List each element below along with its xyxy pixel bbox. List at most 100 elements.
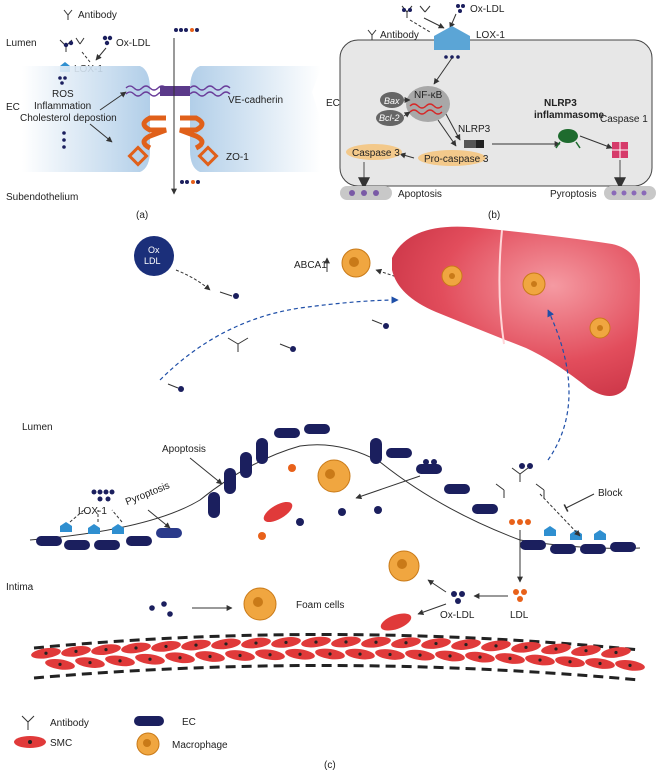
smc-nucleus [88,660,92,665]
panel-a-lumen-label: Lumen [6,38,37,49]
smc-nucleus [524,645,528,649]
smc-nucleus [478,655,482,659]
panel-b-tag: (b) [488,210,500,221]
panel-c-pyroptosis-label: Pyroptosis [124,480,171,508]
nlrp3-inflammasome [558,129,578,143]
ros-particles [58,76,67,85]
procaspase3-ellipse [418,150,486,166]
panel-b-apoptosis-label: Apoptosis [398,189,442,200]
smc-nucleus [148,657,152,661]
panel-c-abca1-label: ABCA1 [294,260,327,271]
panel-c-lox1-label: LOX-1 [78,506,107,517]
smc-nucleus [298,652,302,656]
legend-macrophage-label: Macrophage [172,740,228,751]
smc-nucleus [314,640,318,644]
endothelial-cell-left [22,66,150,172]
panel-c-oxldl-ball-text-2: LDL [144,256,161,266]
endothelial-layer [36,424,636,554]
legend-ec-label: EC [182,717,196,728]
panel-b-antibody-label: Antibody [380,30,419,41]
panel-c-ldl-label: LDL [510,610,529,621]
panel-b: Ox-LDL Antibody LOX-1 EC Bax Bcl-2 NF-κB… [326,4,656,221]
panel-a-inflammation-label: Inflammation [34,101,91,112]
intima-smc [380,613,412,631]
pyroptotic-cell [604,186,656,200]
smc-nucleus [494,644,498,648]
legend-smc-label: SMC [50,738,72,749]
smc-nucleus [134,646,138,650]
panel-b-caspase1-label: Caspase 1 [600,114,648,125]
panel-c-foam-cells-label: Foam cells [296,600,344,611]
smc-nucleus [224,642,228,646]
smc-nucleus [118,659,122,663]
zo1-tight-junction [127,115,219,167]
panel-c-lumen-label: Lumen [22,422,53,433]
panel-b-pyroptosis-label: Pyroptosis [550,189,597,200]
smc-nucleus [358,652,362,656]
smc-nucleus [598,661,602,666]
liver [392,226,640,396]
panel-c: Ox LDL ABCA1 [6,226,645,682]
caspase3-ellipse [346,144,402,160]
panel-b-caspase3-label: Caspase 3 [352,148,400,159]
panel-b-procaspase3-label: Pro-caspase 3 [424,154,489,165]
smc-nucleus [164,644,168,649]
oxldl-particles [102,35,113,46]
panel-a-vecadherin-label: VE-cadherin [228,95,283,106]
legend-antibody-label: Antibody [50,718,89,729]
smc-nucleus [374,640,378,644]
panel-b-antibody-icon [367,29,377,40]
panel-b-bcl2-label: Bcl-2 [379,113,400,123]
smc-nucleus [254,641,258,645]
smc-layer [33,632,641,682]
antibody-oxldl-right [495,463,545,498]
panel-c-block-label: Block [598,488,623,499]
antibody-icon [63,9,73,20]
ldl-particles-lumen [509,519,531,525]
smc-nucleus [284,640,288,645]
bax-protein [380,92,404,108]
panel-b-bax-label: Bax [384,96,400,106]
smc-nucleus [388,652,392,657]
antibody-oxldl-floating-2 [167,319,389,392]
intima-oxldl-right [451,591,465,604]
panel-a-subendothelium-label: Subendothelium [6,192,78,203]
panel-c-tag: (c) [324,760,336,771]
paracellular-particles [174,28,200,184]
intima-ldl [513,589,527,602]
ve-cadherin-junction [125,85,231,97]
panel-a-cholesterol-label: Cholesterol depostion [20,113,117,124]
legend-antibody-icon [21,715,35,730]
antibody-oxldl-floating-1 [219,291,239,299]
lox1-oxldl-cluster [91,489,115,502]
panel-b-nlrp3-label: NLRP3 [458,124,491,135]
smc-nucleus [464,642,468,647]
nlrp3-gene [464,140,484,148]
endothelial-cell-right [190,66,321,172]
panel-b-lox1-dots [444,55,460,59]
bcl2-protein [376,110,404,126]
smc-cells [31,636,645,671]
smc-nucleus [508,656,512,661]
smc-nucleus [554,647,558,651]
antibody-oxldl-complex [59,37,85,52]
panel-b-ec-cell [339,39,653,187]
panel-b-inflammasome-label-2: inflammasome [534,110,604,121]
smc-nucleus [208,654,212,659]
panel-b-ec-label: EC [326,98,340,109]
legend-ec-icon [134,716,164,726]
smc-nucleus [448,654,452,658]
macrophage-abca1 [341,248,371,278]
smc-nucleus [328,652,332,656]
panel-b-lox1-label: LOX-1 [476,30,505,41]
smc-nucleus [584,649,588,653]
panel-a-oxldl-label: Ox-LDL [116,38,151,49]
smc-nucleus [538,658,542,662]
panel-b-oxldl-label: Ox-LDL [470,4,505,15]
liver-macrophage-3 [589,317,611,339]
panel-a-tag: (a) [136,210,148,221]
smc-nucleus [344,640,348,644]
smc-nucleus [44,651,48,655]
legend: Antibody SMC EC Macrophage [14,715,228,756]
